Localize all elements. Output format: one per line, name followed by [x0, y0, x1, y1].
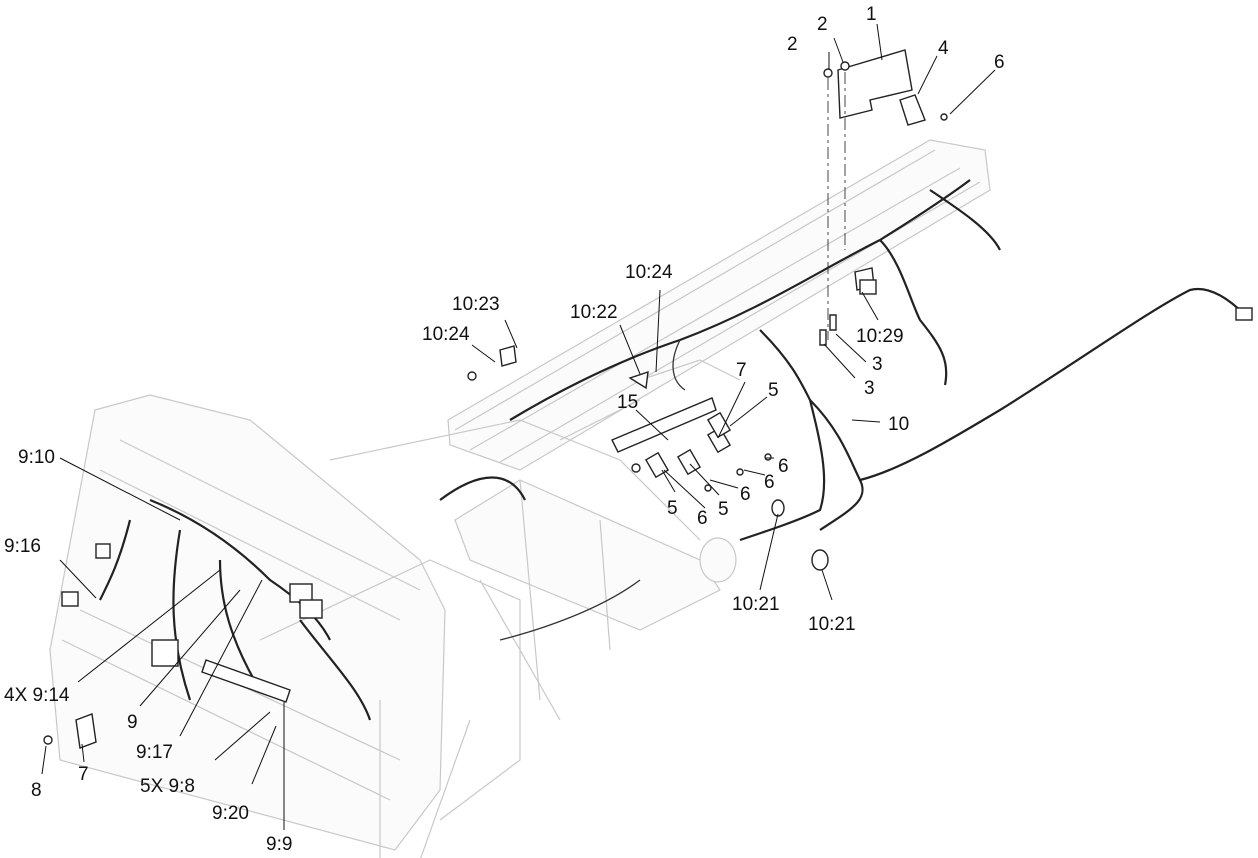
- callout-9-20: 9:20: [212, 803, 249, 824]
- leader-lines: [41, 23, 996, 830]
- callout-10-21-left: 10:21: [732, 594, 780, 615]
- callout-5x-9-8: 5X 9:8: [140, 776, 195, 797]
- callout-2-lower: 2: [787, 34, 798, 55]
- callout-10-29: 10:29: [856, 326, 904, 347]
- callout-5-lower: 5: [667, 498, 678, 519]
- callout-10-23: 10:23: [452, 294, 500, 315]
- callout-8: 8: [31, 780, 42, 801]
- callout-10-21-right: 10:21: [808, 614, 856, 635]
- callout-1: 1: [866, 4, 877, 25]
- callout-5-middle: 5: [718, 499, 729, 520]
- callout-6-top: 6: [994, 52, 1005, 73]
- callout-9-17: 9:17: [136, 742, 173, 763]
- callout-3-lower: 3: [864, 378, 875, 399]
- callout-7-lower: 7: [78, 764, 89, 785]
- callout-5-upper: 5: [768, 380, 779, 401]
- callout-6-a: 6: [778, 456, 789, 477]
- callout-3-upper: 3: [872, 354, 883, 375]
- callout-labels: 1 2 2 4 6 3 3 10:29 10:24 10:22 10:23 10…: [4, 4, 1005, 855]
- callout-9-16: 9:16: [4, 536, 41, 557]
- wire-harness: [99, 179, 1246, 721]
- callout-10: 10: [888, 414, 909, 435]
- callout-6-b: 6: [764, 472, 775, 493]
- callout-4: 4: [938, 38, 949, 59]
- callout-9-10: 9:10: [18, 447, 55, 468]
- chassis-frame-outline: [49, 139, 991, 858]
- callout-7-upper: 7: [736, 360, 747, 381]
- callout-10-24-right: 10:24: [625, 262, 673, 283]
- callout-10-24-left: 10:24: [422, 324, 470, 345]
- callout-2-upper: 2: [817, 14, 828, 35]
- callout-6-d: 6: [697, 508, 708, 529]
- callout-6-c: 6: [740, 484, 751, 505]
- callout-9: 9: [127, 712, 138, 733]
- callout-10-22: 10:22: [570, 302, 618, 323]
- callout-9-9: 9:9: [266, 834, 292, 855]
- callout-4x-9-14: 4X 9:14: [4, 685, 70, 706]
- callout-15: 15: [617, 392, 638, 413]
